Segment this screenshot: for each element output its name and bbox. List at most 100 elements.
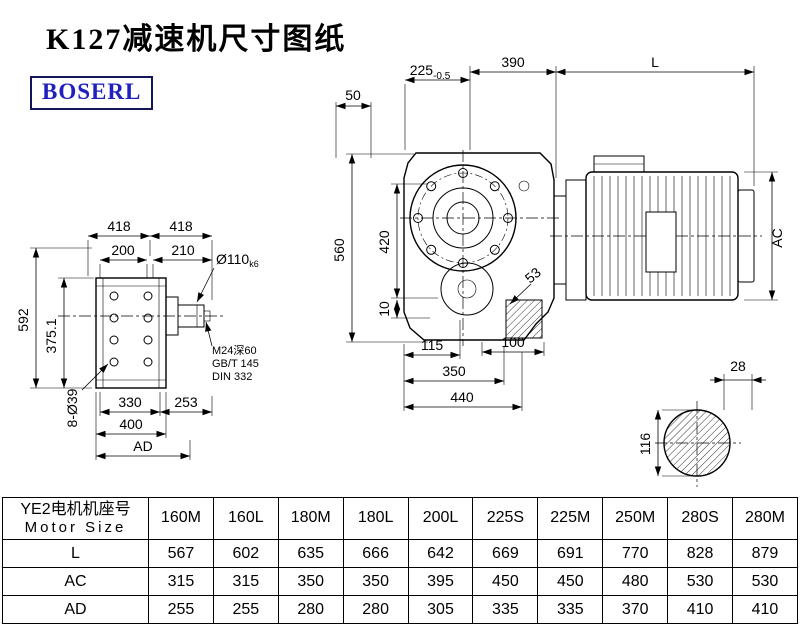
dim-390: 390 [501, 54, 525, 70]
shaft-diameter-value: Ø110 [216, 251, 249, 267]
cell: 770 [602, 539, 669, 568]
dim-350: 350 [442, 363, 466, 379]
dim-50: 50 [345, 87, 361, 103]
motor-adapter [553, 195, 567, 285]
cell: 255 [212, 595, 279, 624]
dim-400: 400 [119, 416, 143, 432]
page-title: K127减速机尺寸图纸 [46, 23, 347, 56]
dim-418-left: 418 [107, 218, 131, 234]
col-header: 280M [732, 497, 798, 540]
plug-circle [518, 180, 530, 192]
col-header: 225M [537, 497, 604, 540]
dim-225-value: 225 [410, 62, 434, 78]
note-gb-standard: GB/T 145 [212, 358, 259, 370]
cell: 450 [472, 567, 539, 596]
table-row-L: L 567 602 635 666 642 669 691 770 828 87… [2, 539, 798, 568]
motor-flange [565, 179, 587, 301]
thread-note-leader [205, 321, 213, 347]
cell: 305 [407, 595, 474, 624]
col-header: 200L [407, 497, 474, 540]
dim-330: 330 [118, 394, 142, 410]
cell: 530 [732, 567, 798, 596]
cell: 335 [472, 595, 539, 624]
cell: 828 [667, 539, 734, 568]
cell: 879 [732, 539, 798, 568]
note-din-standard: DIN 332 [212, 371, 252, 383]
col-header: 160L [212, 497, 279, 540]
header-en: Motor Size [24, 519, 127, 537]
cell: 691 [537, 539, 604, 568]
motor-end-cap [737, 189, 755, 283]
cell: 410 [667, 595, 734, 624]
front-extension-lines-top [335, 66, 755, 186]
hatched-block [505, 299, 543, 339]
shaft-diameter-leader [196, 267, 215, 303]
shaft-section-centerlines [655, 401, 741, 487]
cell: 450 [537, 567, 604, 596]
shaft-section-view: 116 28 [637, 358, 766, 487]
table-row-AD: AD 255 255 280 280 305 335 335 370 410 4… [2, 595, 798, 624]
dim-115: 115 [421, 337, 444, 353]
dim-592: 592 [15, 308, 31, 332]
cell: 530 [667, 567, 734, 596]
motor-size-table: YE2电机机座号 Motor Size 160M 160L 180M 180L … [2, 497, 798, 624]
dim-418-right: 418 [169, 218, 193, 234]
dim-AD: AD [133, 438, 152, 454]
row-label: AD [2, 595, 149, 624]
side-housing-lines [96, 278, 166, 388]
dim-53-leader [509, 283, 532, 305]
cell: 280 [342, 595, 409, 624]
col-header: 180L [342, 497, 409, 540]
cell: 635 [277, 539, 344, 568]
dim-225: 225-0.5 [410, 62, 451, 82]
cell: 666 [342, 539, 409, 568]
note-thread: M24深60 [212, 344, 257, 357]
cell: 335 [537, 595, 604, 624]
cell: 315 [148, 567, 214, 596]
cell: 642 [407, 539, 474, 568]
cell: 370 [602, 595, 669, 624]
cell: 567 [148, 539, 214, 568]
dim-L: L [651, 54, 659, 70]
dim-bolt-holes: 8-Ø39 [64, 388, 80, 427]
dim-420: 420 [376, 230, 392, 254]
side-housing [95, 277, 167, 389]
motor-view: AC [553, 155, 785, 301]
col-header: 160M [148, 497, 214, 540]
col-header: 180M [277, 497, 344, 540]
header-cn: YE2电机机座号 [20, 500, 131, 518]
cell: 395 [407, 567, 474, 596]
table-row-AC: AC 315 315 350 350 395 450 450 480 530 5… [2, 567, 798, 596]
side-view: 418 418 200 210 592 375.1 8-Ø39 330 253 … [15, 218, 259, 460]
shaft-fit-value: k6 [249, 259, 259, 269]
dim-28: 28 [730, 358, 746, 374]
cell: 669 [472, 539, 539, 568]
cell: 602 [212, 539, 279, 568]
bolt-holes-leader [81, 363, 109, 391]
header-motor-size-cell: YE2电机机座号 Motor Size [2, 497, 149, 540]
dim-116: 116 [637, 433, 653, 456]
dim-shaft-diameter: Ø110k6 [216, 251, 259, 269]
dim-440: 440 [450, 389, 474, 405]
technical-drawing: 225-0.5 390 L 50 560 420 10 [15, 54, 785, 487]
dim-210: 210 [171, 242, 195, 258]
front-view: 225-0.5 390 L 50 560 420 10 [331, 54, 762, 411]
cell: 350 [277, 567, 344, 596]
table-header-row: YE2电机机座号 Motor Size 160M 160L 180M 180L … [2, 497, 798, 540]
dim-225-tolerance: -0.5 [433, 71, 451, 82]
flange-bolt-holes [413, 168, 513, 268]
cell: 480 [602, 567, 669, 596]
row-label: AC [2, 567, 149, 596]
dim-375: 375.1 [43, 318, 59, 353]
row-label: L [2, 539, 149, 568]
dim-100: 100 [501, 334, 525, 350]
brand-logo: BOSERL [30, 76, 154, 110]
cell: 255 [148, 595, 214, 624]
dim-10: 10 [376, 301, 392, 317]
dim-253: 253 [174, 394, 198, 410]
col-header: 250M [602, 497, 669, 540]
brand-text: BOSERL [42, 79, 142, 104]
motor-nameplate [645, 211, 677, 273]
lower-bore-circle [440, 262, 494, 316]
